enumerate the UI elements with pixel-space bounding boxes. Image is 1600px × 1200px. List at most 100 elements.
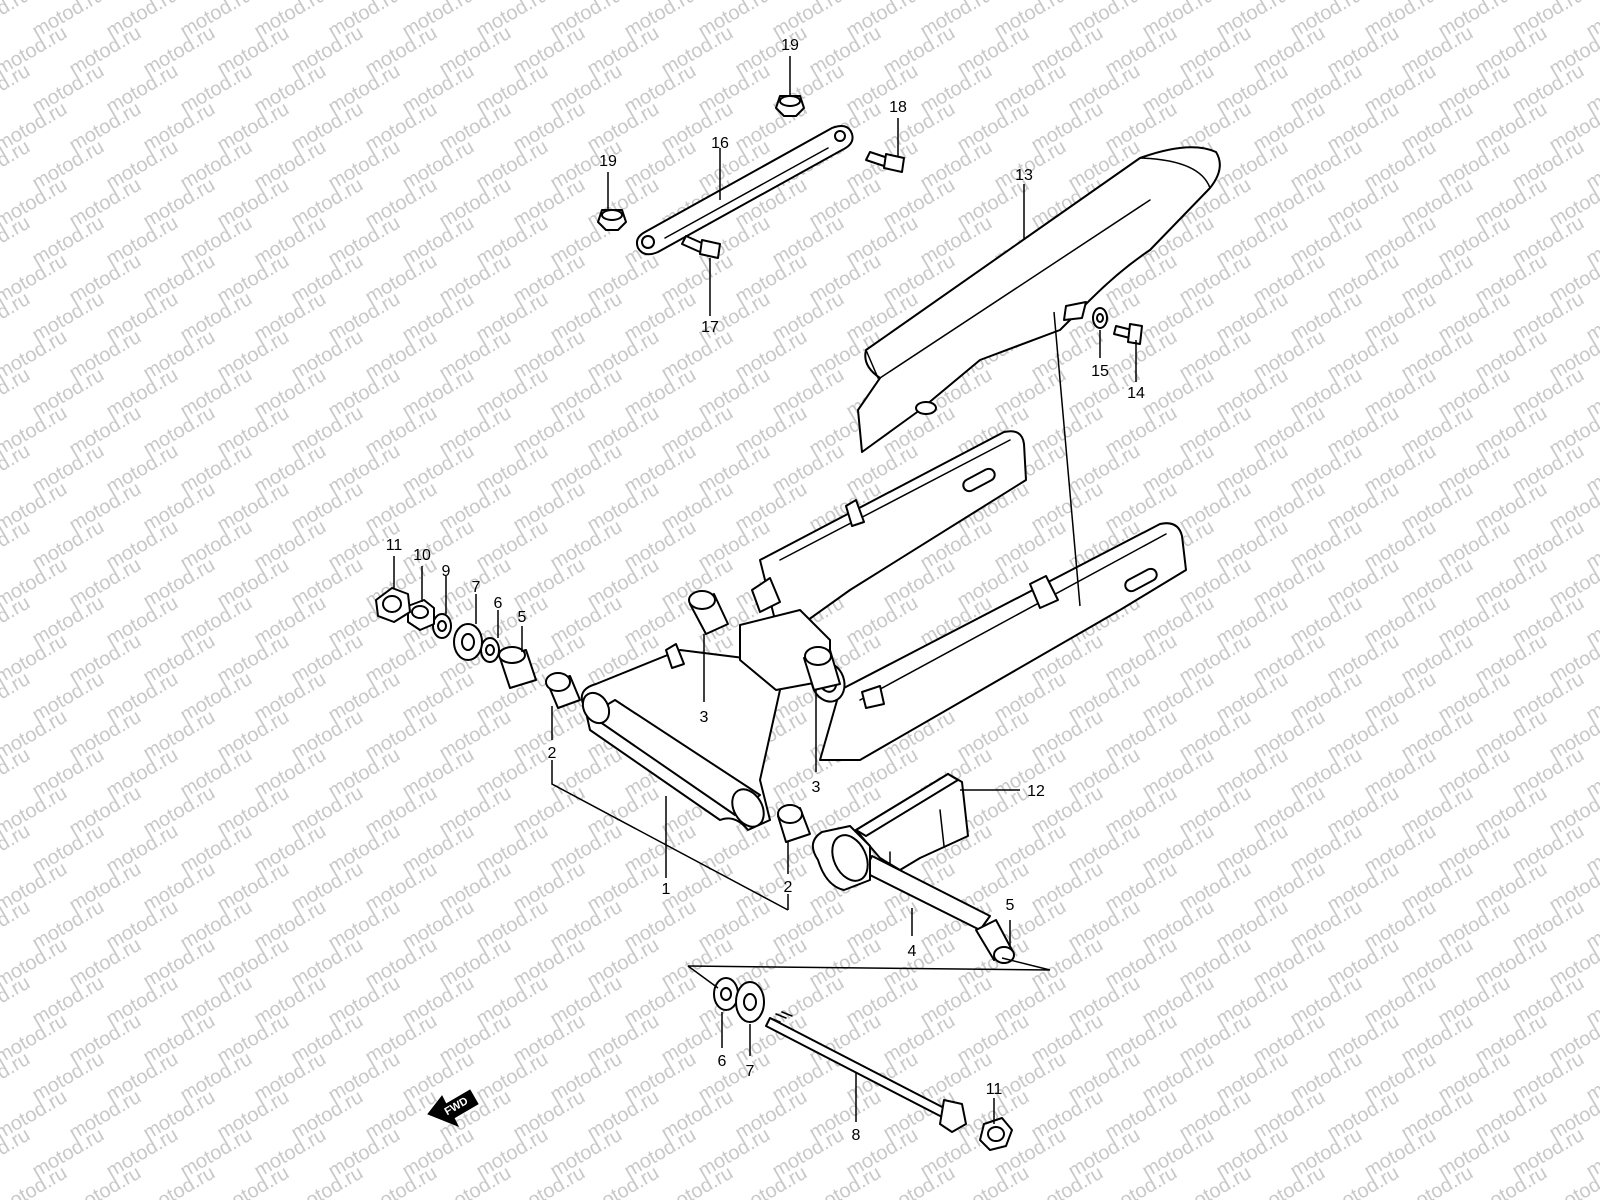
watermark-text: motod.ru xyxy=(214,22,293,81)
watermark-text: motod.ru xyxy=(843,60,922,119)
watermark-text: motod.ru xyxy=(954,0,1033,4)
watermark-text: motod.ru xyxy=(1028,934,1107,993)
watermark-text: motod.ru xyxy=(1472,22,1551,81)
watermark-text: motod.ru xyxy=(1546,1010,1600,1069)
watermark-text: motod.ru xyxy=(1583,516,1600,575)
watermark-text: motod.ru xyxy=(1361,972,1440,1031)
watermark-text: motod.ru xyxy=(806,1086,885,1145)
callout-9: 9 xyxy=(442,563,451,580)
watermark-text: motod.ru xyxy=(1435,440,1514,499)
watermark-text: motod.ru xyxy=(1546,934,1600,993)
watermark-text: motod.ru xyxy=(1324,402,1403,461)
watermark-text: motod.ru xyxy=(66,706,145,765)
watermark-text: motod.ru xyxy=(1102,706,1181,765)
watermark-text: motod.ru xyxy=(436,478,515,537)
watermark-text: motod.ru xyxy=(66,0,145,4)
watermark-text: motod.ru xyxy=(1065,440,1144,499)
part-2-bearing-lower xyxy=(777,804,811,843)
callout-6-bottom: 6 xyxy=(718,1053,727,1070)
watermark-text: motod.ru xyxy=(1065,820,1144,879)
watermark-text: motod.ru xyxy=(29,668,108,727)
watermark-text: motod.ru xyxy=(1583,972,1600,1031)
watermark-text: motod.ru xyxy=(510,858,589,917)
watermark-text: motod.ru xyxy=(880,0,959,4)
watermark-text: motod.ru xyxy=(473,896,552,955)
watermark-text: motod.ru xyxy=(325,744,404,803)
watermark-text: motod.ru xyxy=(288,1086,367,1145)
watermark-text: motod.ru xyxy=(621,896,700,955)
watermark-text: motod.ru xyxy=(362,934,441,993)
watermark-text: motod.ru xyxy=(1435,136,1514,195)
watermark-text: motod.ru xyxy=(0,60,34,119)
watermark-text: motod.ru xyxy=(140,98,219,157)
watermark-text: motod.ru xyxy=(66,402,145,461)
callout-11-left: 11 xyxy=(386,537,403,554)
watermark-text: motod.ru xyxy=(0,174,71,233)
watermark-text: motod.ru xyxy=(399,0,478,42)
watermark-text: motod.ru xyxy=(1472,402,1551,461)
watermark-text: motod.ru xyxy=(1102,402,1181,461)
watermark-text: motod.ru xyxy=(1102,1162,1181,1200)
watermark-text: motod.ru xyxy=(954,1010,1033,1069)
watermark-text: motod.ru xyxy=(732,250,811,309)
watermark-text: motod.ru xyxy=(917,972,996,1031)
watermark-text: motod.ru xyxy=(251,440,330,499)
watermark-text: motod.ru xyxy=(103,896,182,955)
watermark-text: motod.ru xyxy=(1213,212,1292,271)
watermark-text: motod.ru xyxy=(1361,212,1440,271)
watermark-text: motod.ru xyxy=(880,1010,959,1069)
watermark-text: motod.ru xyxy=(1287,136,1366,195)
watermark-text: motod.ru xyxy=(362,1010,441,1069)
watermark-text: motod.ru xyxy=(621,136,700,195)
watermark-text: motod.ru xyxy=(1028,706,1107,765)
watermark-text: motod.ru xyxy=(1213,668,1292,727)
watermark-text: motod.ru xyxy=(399,896,478,955)
callout-5-right: 5 xyxy=(1006,897,1015,914)
watermark-text: motod.ru xyxy=(0,630,71,689)
watermark-text: motod.ru xyxy=(1509,60,1588,119)
watermark-text: motod.ru xyxy=(1324,706,1403,765)
watermark-text: motod.ru xyxy=(362,402,441,461)
watermark-text: motod.ru xyxy=(806,174,885,233)
watermark-text: motod.ru xyxy=(1398,934,1477,993)
watermark-text: motod.ru xyxy=(1213,60,1292,119)
watermark-text: motod.ru xyxy=(140,326,219,385)
watermark-text: motod.ru xyxy=(1583,592,1600,651)
part-16-torque-link xyxy=(635,125,854,256)
watermark-text: motod.ru xyxy=(1546,98,1600,157)
watermark-text: motod.ru xyxy=(1250,630,1329,689)
watermark-text: motod.ru xyxy=(251,972,330,1031)
watermark-text: motod.ru xyxy=(584,478,663,537)
watermark-text: motod.ru xyxy=(1213,516,1292,575)
fwd-arrow-icon: FWD xyxy=(427,1089,479,1127)
watermark-text: motod.ru xyxy=(362,0,441,4)
watermark-text: motod.ru xyxy=(399,136,478,195)
watermark-text: motod.ru xyxy=(1250,706,1329,765)
watermark-text: motod.ru xyxy=(436,22,515,81)
watermark-text: motod.ru xyxy=(1361,60,1440,119)
watermark-text: motod.ru xyxy=(1324,1010,1403,1069)
watermark-text: motod.ru xyxy=(732,478,811,537)
watermark-text: motod.ru xyxy=(1361,820,1440,879)
watermark-text: motod.ru xyxy=(510,402,589,461)
watermark-text: motod.ru xyxy=(1472,174,1551,233)
watermark-text: motod.ru xyxy=(362,1162,441,1200)
watermark-text: motod.ru xyxy=(288,1162,367,1200)
watermark-text: motod.ru xyxy=(732,22,811,81)
callout-6-left: 6 xyxy=(494,595,503,612)
watermark-text: motod.ru xyxy=(1472,1086,1551,1145)
watermark-text: motod.ru xyxy=(29,972,108,1031)
watermark-text: motod.ru xyxy=(66,22,145,81)
part-6-washer-bottom xyxy=(713,977,739,1011)
watermark-text: motod.ru xyxy=(288,630,367,689)
part-18-bolt xyxy=(865,151,905,173)
watermark-text: motod.ru xyxy=(0,0,34,42)
watermark-text: motod.ru xyxy=(0,478,71,537)
watermark-text: motod.ru xyxy=(1472,782,1551,841)
watermark-text: motod.ru xyxy=(0,440,34,499)
watermark-text: motod.ru xyxy=(214,554,293,613)
watermark-text: motod.ru xyxy=(66,478,145,537)
watermark-text: motod.ru xyxy=(362,22,441,81)
watermark-text: motod.ru xyxy=(1102,1086,1181,1145)
watermark-text: motod.ru xyxy=(1546,326,1600,385)
